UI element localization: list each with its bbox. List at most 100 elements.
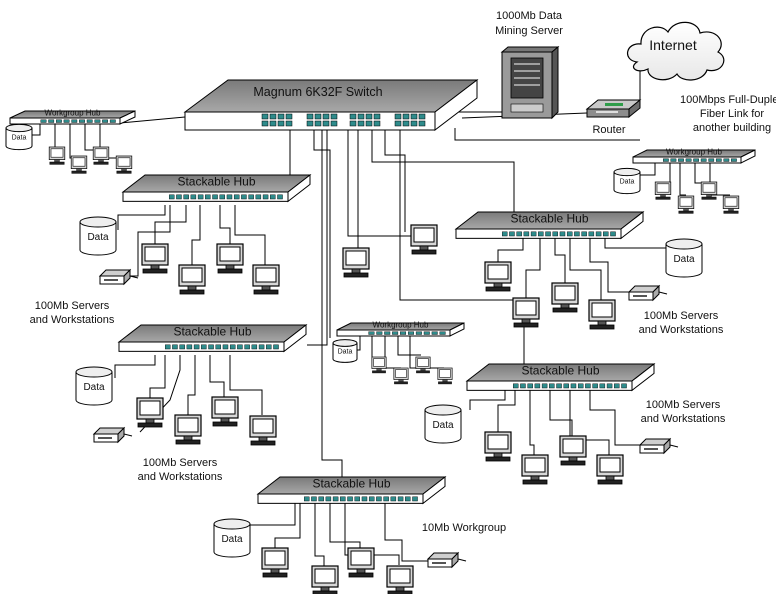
hub-port [222, 344, 229, 350]
hub-port [241, 194, 247, 200]
cable [569, 390, 610, 456]
hub-port [340, 496, 346, 502]
workstation-icon [70, 155, 88, 174]
switch-port [373, 113, 381, 120]
hub-port [415, 331, 422, 335]
switch-port [314, 120, 322, 127]
hub-port [556, 383, 562, 389]
workstation-icon [415, 356, 431, 374]
switch-port [330, 113, 338, 120]
workgroup-hub-center: Workgroup Hub [336, 320, 465, 337]
switch-port [394, 113, 402, 120]
hub-port [563, 383, 569, 389]
fiber-line1: 100Mbps Full-Duplex [680, 94, 776, 106]
cable [314, 502, 325, 566]
switch-port [418, 120, 426, 127]
hub-port [585, 383, 591, 389]
data-label: Data [673, 254, 695, 265]
data-storage-icon: Data [213, 518, 251, 558]
hub-port [354, 496, 360, 502]
data-label: Data [83, 382, 105, 393]
hub-port [731, 158, 737, 162]
stackable-hub-2: Stackable Hub [454, 210, 645, 240]
hub-port [237, 344, 243, 350]
hub-port [412, 496, 418, 502]
switch-label: Magnum 6K32F Switch [253, 85, 382, 99]
note-left-upper-line2: and Workstations [30, 314, 115, 326]
cable [454, 128, 640, 141]
switch-port [357, 120, 365, 127]
hub-port [400, 331, 407, 335]
hub-port [197, 194, 204, 200]
stackable-hub-3: Stackable Hub [117, 323, 308, 353]
cable [409, 335, 444, 369]
cable [384, 128, 406, 232]
cable [525, 238, 541, 298]
hub-port [384, 331, 391, 335]
stackable-hub-3-label: Stackable Hub [173, 325, 251, 339]
stackable-hub-2-label: Stackable Hub [510, 212, 588, 226]
switch-port [402, 113, 410, 120]
internet-cloud: Internet [627, 21, 725, 81]
cable [630, 70, 641, 105]
hub-port [262, 194, 269, 200]
hub-port [248, 194, 254, 200]
cable [321, 126, 343, 478]
hub-port [201, 344, 207, 350]
hub-port [520, 383, 526, 389]
switch-port [330, 120, 338, 127]
cable [234, 205, 266, 265]
hub-port [193, 344, 200, 350]
workstation-icon [211, 396, 239, 427]
hub-port [79, 119, 85, 123]
hub-port [527, 383, 533, 389]
hub-port [40, 119, 47, 123]
workgroup-hub-center-label: Workgroup Hub [373, 320, 429, 329]
hub-port [545, 231, 551, 237]
hub-port [233, 194, 240, 200]
data-label: Data [87, 232, 109, 243]
fiber-line3: another building [693, 122, 771, 134]
cable [371, 335, 378, 361]
switch-port [365, 113, 373, 120]
hub-port [215, 344, 221, 350]
data-storage-icon: Data [75, 366, 113, 406]
switch-port [261, 113, 269, 120]
hub-port [208, 344, 214, 350]
switch-port [410, 120, 418, 127]
workstation-icon [249, 415, 277, 446]
switch-port [306, 120, 314, 127]
switch-port [373, 120, 381, 127]
workstation-icon [311, 565, 339, 594]
printer-icon [426, 551, 467, 569]
switch-port [285, 120, 293, 127]
data-label: Data [620, 179, 635, 186]
hub-port [516, 231, 522, 237]
hub-port [376, 331, 383, 335]
workgroup-hub-left: Workgroup Hub [9, 108, 136, 125]
workstation-icon [141, 243, 169, 274]
workstation-icon [551, 282, 579, 313]
cable [497, 390, 516, 432]
hub-port [229, 344, 236, 350]
stackable-hub-4: Stackable Hub [465, 362, 656, 392]
workstation-icon [342, 247, 370, 278]
stackable-hub-4-label: Stackable Hub [521, 364, 599, 378]
workstation-icon [596, 454, 624, 485]
switch-port [261, 120, 269, 127]
workstation-icon [484, 261, 512, 292]
cable [384, 502, 428, 562]
hub-port [251, 344, 258, 350]
note-right-upper-line1: 100Mb Servers [644, 310, 719, 322]
switch-port [365, 120, 373, 127]
hub-port [109, 119, 116, 123]
hub-port [523, 231, 530, 237]
hub-port [513, 383, 519, 389]
hub-port [538, 231, 544, 237]
workstation-icon [437, 367, 453, 385]
workgroup-hub-right: Workgroup Hub [632, 147, 756, 164]
workstation-icon [216, 243, 244, 274]
cable [219, 205, 231, 245]
stackable-hub-5: Stackable Hub [256, 475, 447, 505]
